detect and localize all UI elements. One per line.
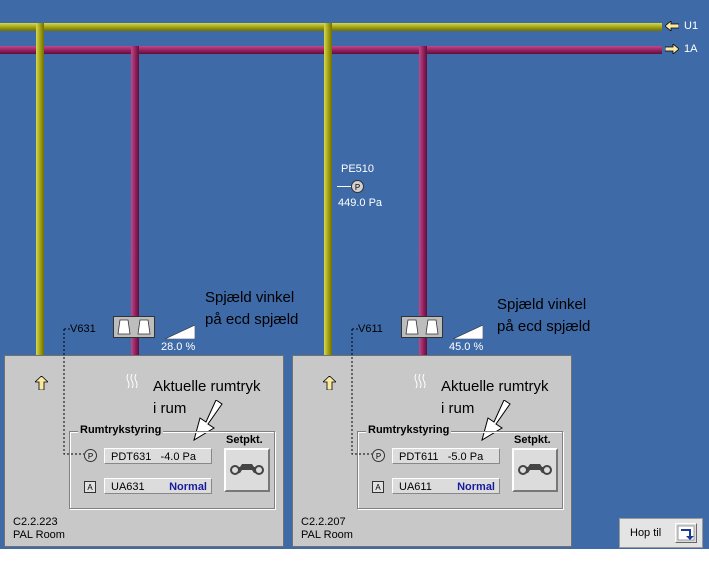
damper-icon	[117, 319, 151, 335]
exhaust-branch-room-1	[131, 46, 139, 368]
hop-panel: Hop til	[619, 518, 703, 548]
jump-arrow-icon	[677, 525, 695, 541]
damper-angle-icon	[165, 325, 195, 339]
ua-tag: UA611	[399, 481, 432, 493]
hop-button[interactable]	[675, 523, 697, 543]
damper-annotation-line-2: på ecd spjæld	[205, 311, 299, 328]
valve-tag: V631	[70, 323, 96, 335]
sensor-value: 449.0 Pa	[338, 197, 383, 209]
pressure-annotation-line-1: Aktuelle rumtryk	[441, 378, 549, 395]
damper-percent: 45.0 %	[449, 341, 484, 353]
pressure-transmitter-icon[interactable]: P	[372, 449, 385, 462]
arrow-up-icon[interactable]	[323, 376, 336, 390]
pdt-field[interactable]: PDT611 -5.0 Pa	[392, 448, 500, 464]
valve-tag: V611	[358, 323, 383, 335]
group-title: Rumtrykstyring	[366, 424, 452, 436]
group-title: Rumtrykstyring	[78, 424, 164, 436]
pressure-control-group: Rumtrykstyring P PDT631 -4.0 Pa A UA631 …	[69, 424, 275, 509]
damper-angle-icon	[453, 325, 483, 339]
pressure-annotation-line-2: i rum	[153, 400, 187, 417]
pressure-control-group: Rumtrykstyring P PDT611 -5.0 Pa A UA611 …	[357, 424, 563, 509]
setpoint-label: Setpkt.	[514, 434, 551, 446]
damper-percent: 28.0 %	[161, 341, 196, 353]
arrow-right-icon[interactable]	[665, 44, 679, 54]
damper-annotation-line-1: Spjæld vinkel	[205, 289, 295, 306]
ua-status: Normal	[169, 481, 207, 493]
wrench-icon	[518, 464, 552, 475]
pdt-tag: PDT631	[111, 451, 152, 463]
room-panel: Aktuelle rumtryk i rum Rumtrykstyring P …	[4, 355, 284, 547]
damper-valve[interactable]	[113, 316, 155, 338]
arrow-up-icon[interactable]	[35, 376, 48, 390]
pdt-tag: PDT611	[399, 451, 439, 463]
damper-icon	[405, 319, 439, 335]
line-label-1a: 1A	[684, 43, 698, 55]
ua-tag: UA631	[111, 481, 145, 493]
process-diagram: U1 1A PE510 P 449.0 Pa V631 28.0 % Spjæl…	[0, 0, 709, 549]
room-code: C2.2.223	[13, 516, 58, 528]
alarm-indicator-icon[interactable]: A	[372, 481, 384, 493]
pressure-annotation-line-2: i rum	[441, 400, 475, 417]
pointer-arrow-icon	[193, 400, 223, 442]
room-panel: Aktuelle rumtryk i rum Rumtrykstyring P …	[292, 355, 572, 547]
ua-status: Normal	[457, 481, 495, 493]
ua-field[interactable]: UA631 Normal	[104, 478, 212, 494]
pdt-value: -5.0 Pa	[447, 451, 484, 463]
damper-valve[interactable]	[401, 316, 443, 338]
exhaust-branch-room-2	[419, 46, 427, 368]
room-label: C2.2.207 PAL Room	[301, 516, 353, 542]
damper-annotation-line-1: Spjæld vinkel	[497, 296, 587, 313]
pressure-annotation-line-1: Aktuelle rumtryk	[153, 378, 261, 395]
sensor-tag: PE510	[341, 163, 375, 175]
pdt-value: -4.0 Pa	[160, 451, 196, 463]
line-label-u1: U1	[684, 20, 699, 32]
wrench-icon	[230, 464, 264, 475]
supply-branch-room-1	[36, 23, 44, 368]
setpoint-label: Setpkt.	[226, 434, 263, 446]
pdt-field[interactable]: PDT631 -4.0 Pa	[104, 448, 212, 464]
pressure-sensor-icon[interactable]: P	[351, 180, 364, 193]
sensor-connector	[337, 186, 351, 187]
arrow-left-icon[interactable]	[665, 21, 679, 31]
supply-branch-room-2	[324, 23, 332, 368]
room-code: C2.2.207	[301, 516, 346, 528]
pressure-transmitter-icon[interactable]: P	[84, 449, 97, 462]
connector-lines	[63, 328, 372, 455]
exhaust-vent-icon	[126, 374, 138, 388]
pointer-arrow-icon	[481, 400, 511, 442]
room-name: PAL Room	[13, 529, 65, 541]
alarm-indicator-icon[interactable]: A	[84, 481, 96, 493]
setpoint-button[interactable]	[224, 448, 270, 492]
ua-field[interactable]: UA611 Normal	[392, 478, 500, 494]
damper-annotation-line-2: på ecd spjæld	[497, 318, 591, 335]
exhaust-vent-icon	[414, 374, 426, 388]
room-label: C2.2.223 PAL Room	[13, 516, 65, 542]
hop-label: Hop til	[630, 527, 662, 539]
setpoint-button[interactable]	[512, 448, 558, 492]
room-name: PAL Room	[301, 529, 353, 541]
